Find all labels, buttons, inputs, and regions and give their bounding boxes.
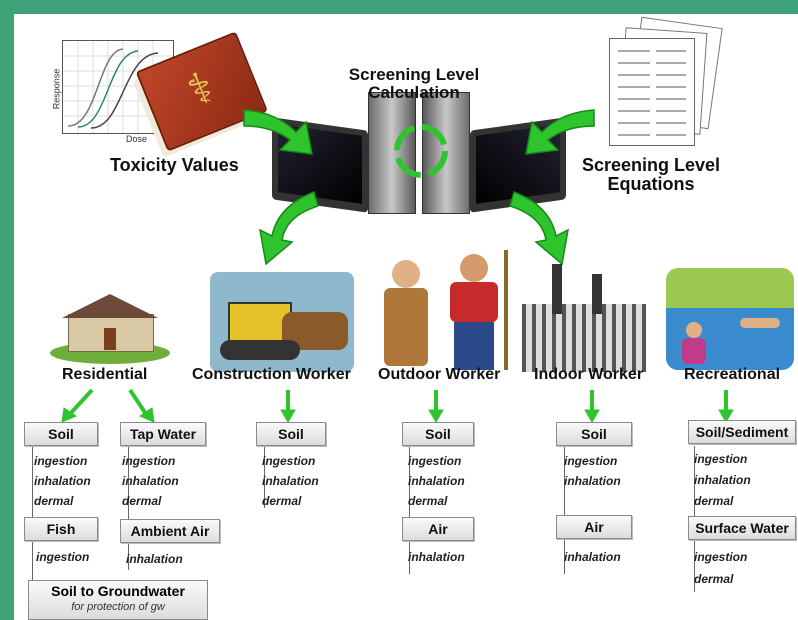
diagram-canvas: Response Dose ⚕	[14, 14, 798, 620]
res-soil-pathway: inhalation	[34, 474, 91, 488]
recreational-soil-pathway: inhalation	[694, 473, 751, 487]
category-recreational: Recreational	[684, 366, 781, 383]
recreational-soil-pathway: dermal	[694, 494, 734, 508]
flow-arrows	[243, 109, 595, 266]
bulldozer-illustration	[210, 272, 354, 372]
soil-to-groundwater-label: Soil to Groundwater	[51, 583, 185, 599]
category-arrows	[61, 388, 734, 423]
category-residential: Residential	[62, 366, 148, 383]
construction-connector	[264, 446, 265, 508]
res-air-pathway: inhalation	[126, 552, 183, 566]
arrow-toxicity-to-calc	[243, 109, 313, 155]
recreational-water-pathway: dermal	[694, 572, 734, 586]
res-ambient-air-box: Ambient Air	[120, 519, 220, 543]
house-illustration	[50, 284, 170, 364]
outdoor-air-box: Air	[402, 517, 474, 541]
computer-tower-left	[368, 92, 416, 214]
recreational-soil-pathway: ingestion	[694, 452, 748, 466]
indoor-soil-box: Soil	[556, 422, 632, 446]
arrow-calc-to-left	[259, 191, 319, 266]
res-soil-box: Soil	[24, 422, 98, 446]
res-tap-pathway: dermal	[122, 494, 162, 508]
outdoor-soil-pathway: dermal	[408, 494, 448, 508]
res-tap-pathway: ingestion	[122, 454, 176, 468]
category-indoor-worker: Indoor Worker	[534, 366, 644, 383]
res-tap-connector	[128, 446, 129, 570]
res-fish-pathway: ingestion	[36, 550, 90, 564]
recreational-soil-sediment-box: Soil/Sediment	[688, 420, 796, 444]
recreational-water-pathway: ingestion	[694, 550, 748, 564]
outdoor-soil-pathway: inhalation	[408, 474, 465, 488]
construction-pathway: inhalation	[262, 474, 319, 488]
res-soil-to-groundwater-box: Soil to Groundwater for protection of gw	[28, 580, 208, 620]
res-tap-water-box: Tap Water	[120, 422, 206, 446]
indoor-soil-pathway: ingestion	[564, 454, 618, 468]
recycle-arrows-icon	[394, 124, 448, 178]
arrow-calc-to-right	[509, 191, 569, 266]
factory-illustration	[522, 264, 646, 372]
res-soil-pathway: ingestion	[34, 454, 88, 468]
indoor-connector	[564, 446, 565, 574]
res-fish-box: Fish	[24, 517, 98, 541]
construction-pathway: ingestion	[262, 454, 316, 468]
outdoor-air-pathway: inhalation	[408, 550, 465, 564]
swimmers-illustration	[666, 268, 794, 370]
construction-pathway: dermal	[262, 494, 302, 508]
construction-soil-box: Soil	[256, 422, 326, 446]
graph-x-label: Dose	[126, 134, 148, 144]
toxicity-values-label: Toxicity Values	[110, 155, 239, 175]
category-outdoor-worker: Outdoor Worker	[378, 366, 501, 383]
recreational-surface-water-box: Surface Water	[688, 516, 796, 540]
outdoor-soil-pathway: ingestion	[408, 454, 462, 468]
outdoor-soil-box: Soil	[402, 422, 474, 446]
outdoor-connector	[409, 446, 410, 574]
indoor-air-pathway: inhalation	[564, 550, 621, 564]
indoor-air-box: Air	[556, 515, 632, 539]
outdoor-workers-illustration	[378, 250, 522, 374]
equation-sheets	[604, 16, 724, 152]
res-soil-pathway: dermal	[34, 494, 74, 508]
category-construction-worker: Construction Worker	[192, 366, 351, 383]
res-tap-pathway: inhalation	[122, 474, 179, 488]
soil-to-groundwater-sub: for protection of gw	[71, 601, 165, 613]
arrow-equations-to-calc	[525, 109, 595, 155]
indoor-soil-pathway: inhalation	[564, 474, 621, 488]
